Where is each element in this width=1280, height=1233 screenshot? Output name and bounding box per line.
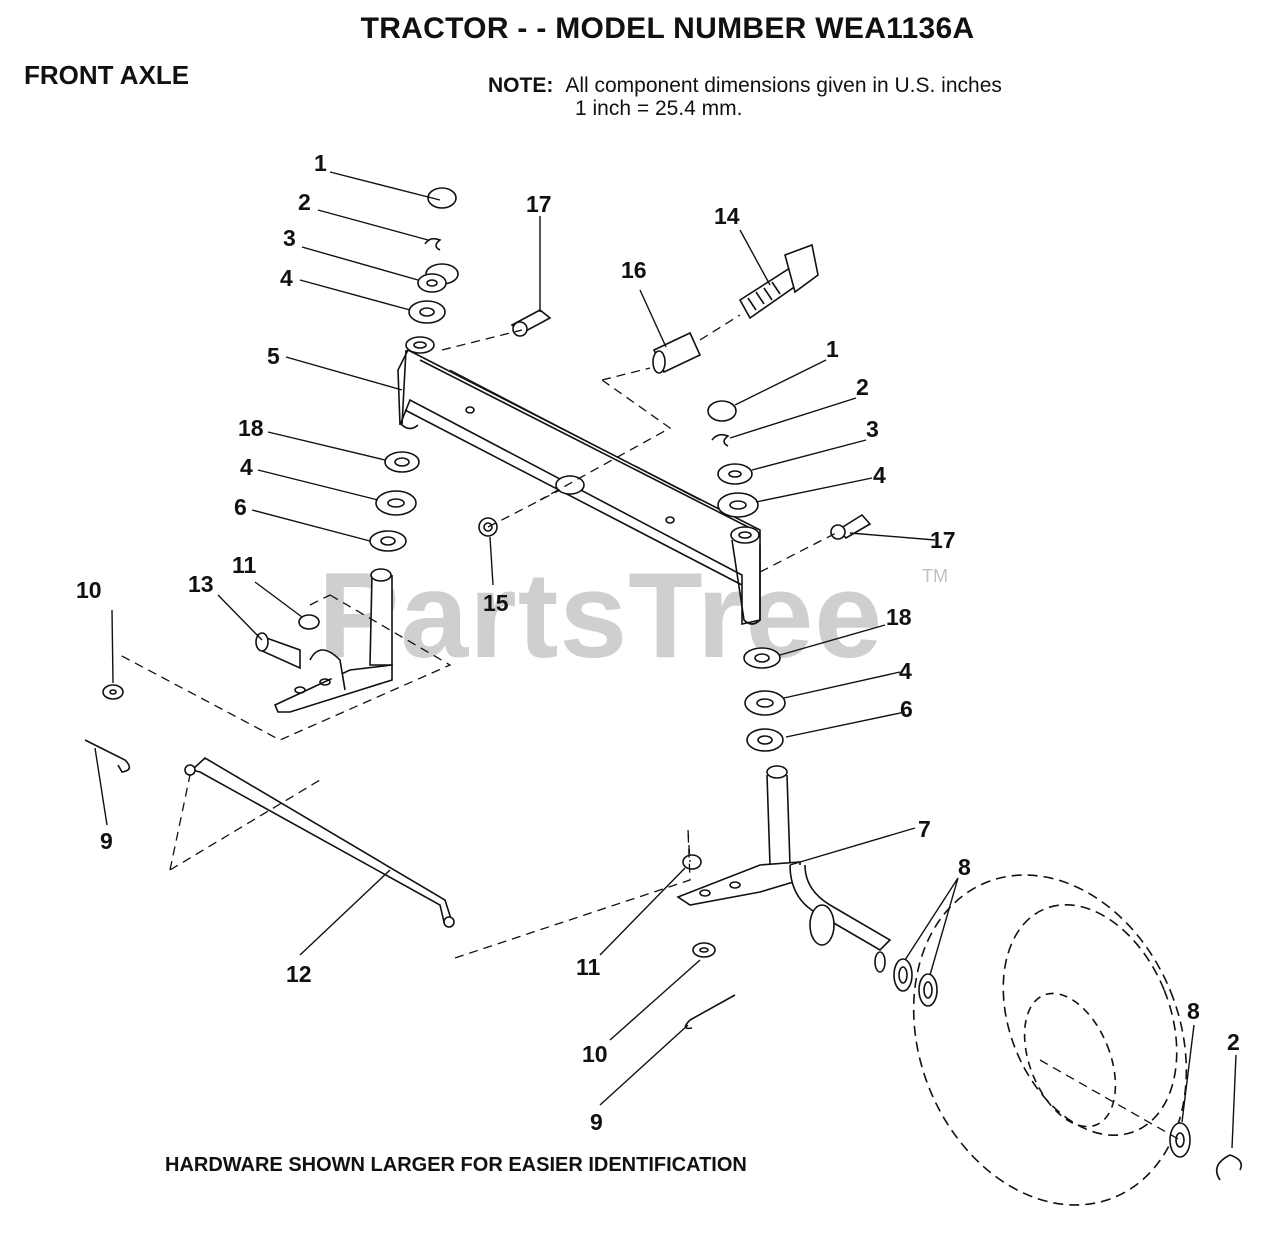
watermark-trademark: TM [922,566,948,586]
callout-13: 13 [188,571,214,597]
callout-10-right: 10 [582,1041,608,1067]
callout-4-right-top: 4 [873,462,886,488]
callout-11-right: 11 [576,954,601,980]
callout-17-top: 17 [526,191,552,217]
callout-12: 12 [286,961,312,987]
callout-2-right: 2 [856,374,869,400]
callout-4-left-mid: 4 [240,454,253,480]
front-axle-beam [397,336,761,625]
callout-9-right: 9 [590,1109,603,1135]
pivot-bolt [738,243,819,320]
left-spindle [255,568,393,713]
dimension-note: NOTE: All component dimensions given in U… [488,74,1002,120]
watermark-logo: PartsTree [318,547,884,683]
hardware-footnote: HARDWARE SHOWN LARGER FOR EASIER IDENTIF… [165,1154,747,1176]
front-wheel [893,874,1243,1206]
right-hardware-stack [707,400,786,752]
callout-8-upper: 8 [958,854,971,880]
callout-4-left-top: 4 [280,265,293,291]
left-flat-washer [102,684,124,700]
callout-2-wheel: 2 [1227,1029,1240,1055]
left-hardware-stack [369,187,459,552]
note-line-2: 1 inch = 25.4 mm. [575,97,743,120]
callout-8-lower: 8 [1187,998,1200,1024]
callout-16: 16 [621,257,647,283]
tie-rod [184,757,455,928]
left-cotter-pin [84,739,131,773]
callout-9-left: 9 [100,828,113,854]
callout-14: 14 [714,203,740,229]
callout-1-left: 1 [314,150,327,176]
callout-18-right: 18 [886,604,912,630]
leader-lines [94,171,1237,1149]
callout-11-left: 11 [232,552,257,578]
callout-6-right: 6 [900,696,913,722]
callout-17-right: 17 [930,527,956,553]
callout-6-left: 6 [234,494,247,520]
callout-7: 7 [918,816,931,842]
grease-fitting-right [830,513,872,540]
right-cotter-pin [684,994,736,1030]
callout-3-right: 3 [866,416,879,442]
right-flat-washer [692,942,716,958]
pivot-spacer [652,331,702,374]
note-label: NOTE: [488,74,554,97]
callout-2-left: 2 [298,189,311,215]
callout-15: 15 [483,590,509,616]
callout-4-right-low: 4 [899,658,912,684]
right-spindle [676,765,892,973]
grease-fitting-left [510,309,552,337]
callout-18-left: 18 [238,415,264,441]
callout-1-right: 1 [826,336,839,362]
diagram-title: TRACTOR - - MODEL NUMBER WEA1136A [360,12,975,45]
assembly-lines [119,314,1181,1141]
callout-3-left: 3 [283,225,296,251]
note-line-1: All component dimensions given in U.S. i… [565,74,1002,97]
callout-5: 5 [267,343,280,369]
callout-10-left: 10 [76,577,102,603]
section-title: FRONT AXLE [24,60,190,90]
